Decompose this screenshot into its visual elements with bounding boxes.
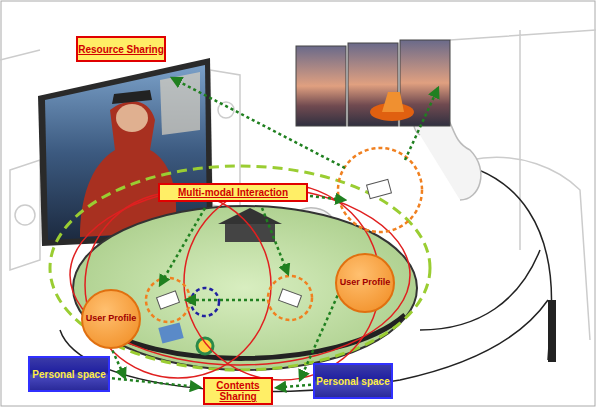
node-label: Personal space <box>316 376 389 387</box>
node-label: User Profile <box>340 278 391 288</box>
dotted-connector <box>275 385 311 388</box>
node-label: Contents Sharing <box>205 380 271 402</box>
feature-label-box: Contents Sharing <box>203 377 273 405</box>
space-label-box: Personal space <box>313 363 393 399</box>
text-wrap: Personal space <box>316 376 389 387</box>
node-label: Personal space <box>32 369 105 380</box>
space-label-box: Personal space <box>28 356 110 392</box>
node-label: Multi-modal Interaction <box>178 187 288 198</box>
profile-circle: User Profile <box>81 289 141 349</box>
feature-label-box: Multi-modal Interaction <box>158 183 308 202</box>
text-wrap: Multi-modal Interaction <box>178 187 288 198</box>
text-wrap: Resource Sharing <box>78 44 164 55</box>
feature-label-box: Resource Sharing <box>76 36 166 62</box>
text-wrap: Personal space <box>32 369 105 380</box>
node-label: User Profile <box>86 314 137 324</box>
text-wrap: User Profile <box>340 278 391 288</box>
profile-circle: User Profile <box>335 253 395 313</box>
node-label: Resource Sharing <box>78 44 164 55</box>
text-wrap: Contents Sharing <box>205 380 271 402</box>
text-wrap: User Profile <box>86 314 137 324</box>
dotted-connector <box>112 378 201 387</box>
